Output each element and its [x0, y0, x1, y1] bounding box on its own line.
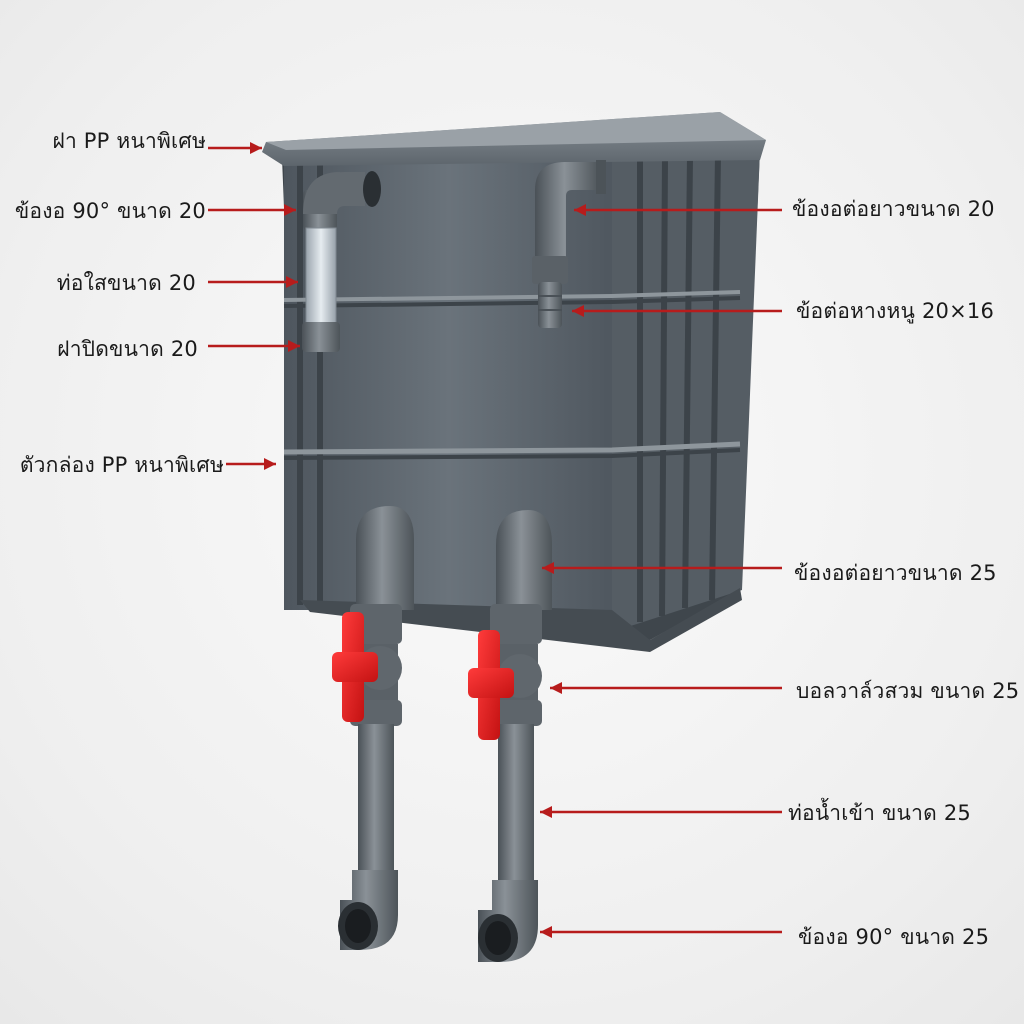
arrow-inlet-pipe — [540, 806, 782, 818]
long-elbow-20 — [535, 160, 606, 260]
hose-barb-20x16 — [532, 256, 568, 328]
label-clear-pipe-20: ท่อใสขนาด 20 — [56, 271, 196, 295]
label-box-body: ตัวกล่อง PP หนาพิเศษ — [19, 453, 224, 477]
label-lid: ฝา PP หนาพิเศษ — [52, 129, 206, 153]
arrow-long-elbow-25 — [542, 562, 782, 574]
arrow-box-body — [226, 458, 276, 470]
cap-20 — [302, 322, 340, 352]
label-elbow-90-25: ข้องอ 90° ขนาด 25 — [798, 925, 990, 949]
arrow-long-elbow-20 — [574, 204, 782, 216]
arrow-clear-pipe — [208, 276, 298, 288]
arrow-hose-barb — [572, 305, 782, 317]
label-cap-20: ฝาปิดขนาด 20 — [57, 337, 198, 361]
arrow-elbow-90-20 — [208, 204, 296, 216]
elbow-90-20 — [303, 171, 381, 230]
callout-arrows — [208, 142, 782, 938]
arrow-elbow-90-25 — [540, 926, 782, 938]
arrow-cap-20 — [208, 340, 300, 352]
ball-valve-right — [468, 630, 542, 740]
arrow-lid — [208, 142, 262, 154]
label-hose-barb: ข้อต่อหางหนู 20×16 — [796, 299, 995, 323]
label-inlet-pipe-25: ท่อน้ำเข้า ขนาด 25 — [788, 801, 971, 825]
label-long-elbow-20: ข้องอต่อยาวขนาด 20 — [792, 197, 995, 221]
label-ball-valve-25: บอลวาล์วสวม ขนาด 25 — [796, 679, 1020, 703]
clear-pipe-20 — [305, 227, 337, 329]
label-long-elbow-25: ข้องอต่อยาวขนาด 25 — [794, 561, 997, 585]
label-elbow-90-20: ข้องอ 90° ขนาด 20 — [14, 199, 206, 223]
pp-lid — [262, 112, 766, 166]
arrow-ball-valve — [550, 682, 782, 694]
ball-valve-left — [332, 612, 402, 722]
inlet-right — [478, 510, 552, 962]
inlet-left — [338, 506, 414, 950]
